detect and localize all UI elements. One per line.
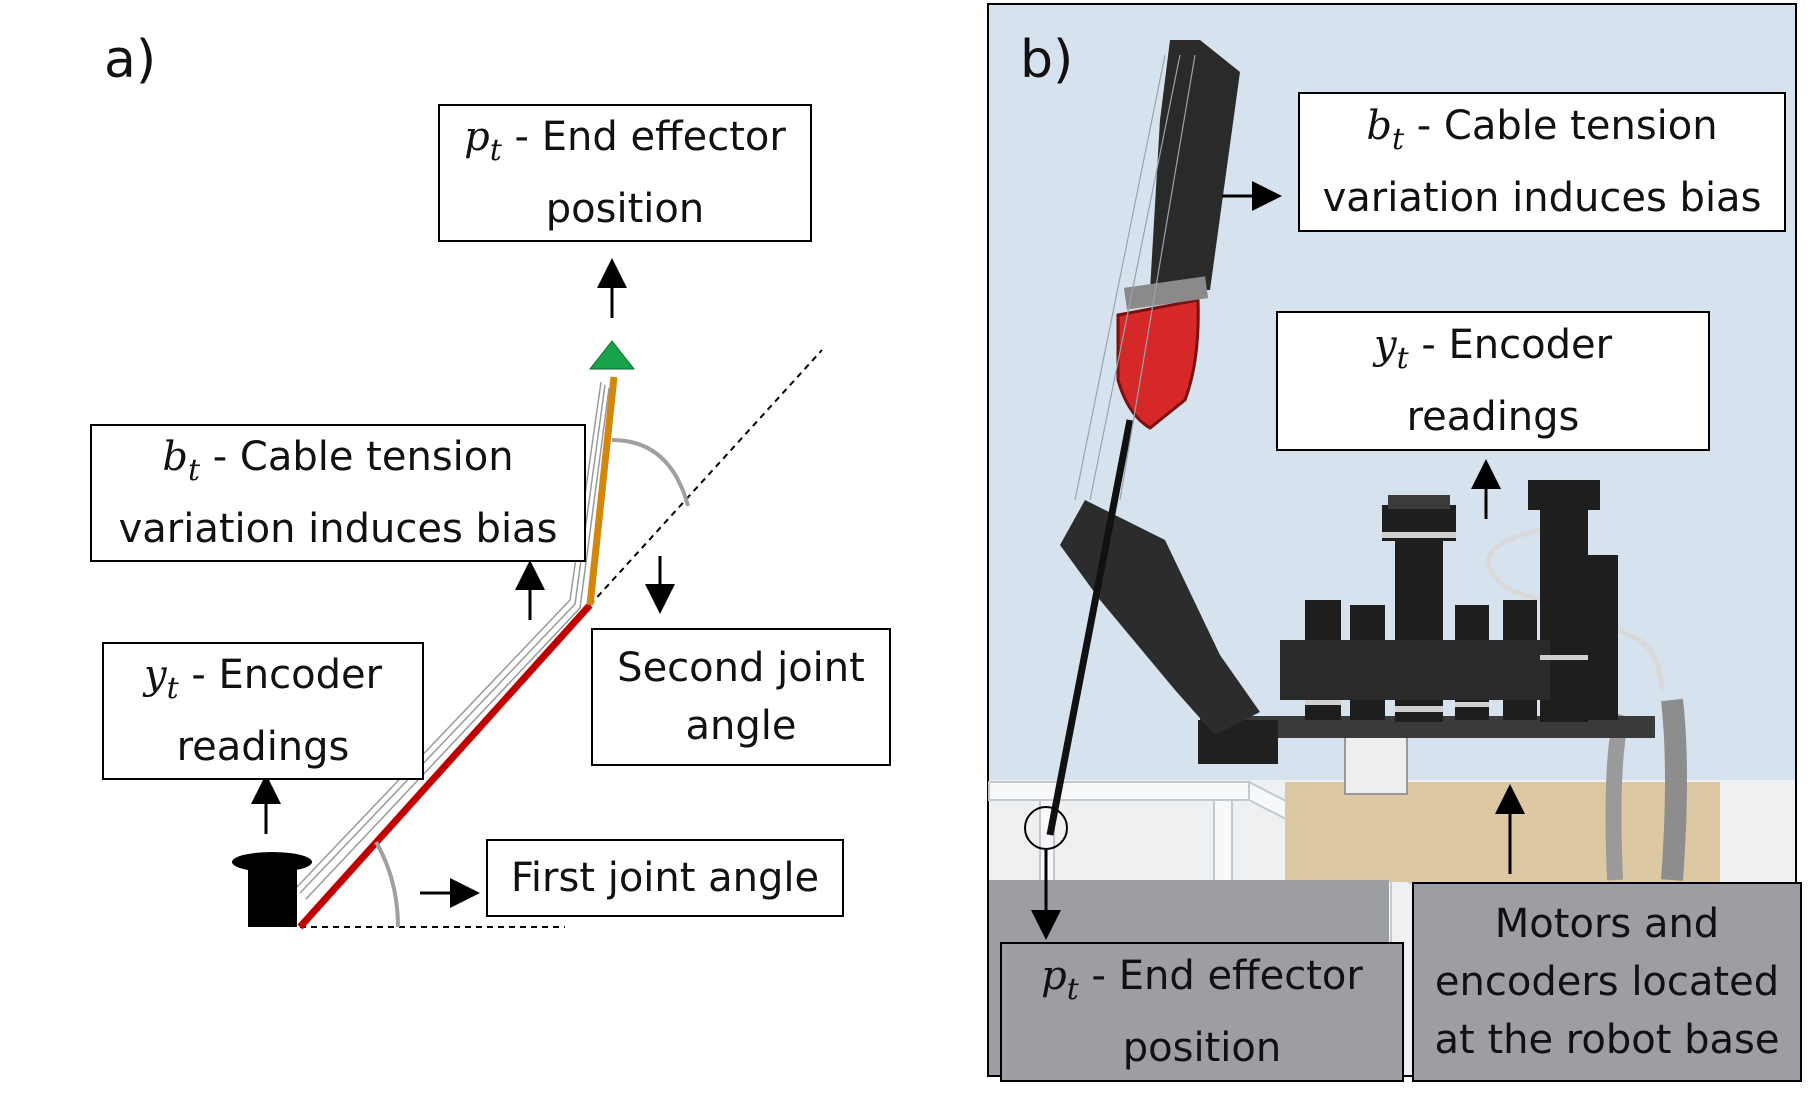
- symbol-y: yt: [1373, 322, 1409, 376]
- panel-a-first-joint-label: First joint angle: [486, 839, 844, 917]
- panel-b-motors-label: Motors and encoders located at the robot…: [1412, 882, 1802, 1082]
- panel-b-cable-tension-label: bt - Cable tension variation induces bia…: [1298, 92, 1786, 232]
- motor-rings: [1305, 532, 1588, 712]
- cable-lines: [295, 381, 610, 900]
- encoder-base-icon: [232, 852, 312, 927]
- end-effector-highlight: [1024, 806, 1068, 850]
- symbol-b: bt: [162, 434, 201, 488]
- panel-b-letter: b): [1020, 30, 1074, 90]
- hose-right: [1661, 698, 1687, 881]
- motor-cylinders: [1280, 480, 1618, 722]
- symbol-p: pt: [1041, 953, 1079, 1007]
- first-link: [297, 602, 593, 930]
- second-link: [586, 376, 618, 606]
- symbol-p: pt: [464, 114, 502, 168]
- robot-shaft: [1046, 419, 1134, 836]
- linkage-arm: [1060, 500, 1260, 735]
- cardboard-box: [1285, 782, 1720, 882]
- second-joint-reference-line: [589, 349, 823, 606]
- robot-cables: [1074, 54, 1196, 501]
- panel-a-second-joint-label: Second joint angle: [591, 628, 891, 766]
- grip-collar: [1123, 276, 1209, 310]
- end-effector-marker: [588, 340, 636, 370]
- upper-link: [1150, 40, 1240, 290]
- panel-a-letter: a): [104, 30, 157, 90]
- panel-a-encoder-label: yt - Encoder readings: [102, 642, 424, 780]
- hose-left: [1605, 712, 1630, 881]
- panel-a-cable-tension-label: bt - Cable tension variation induces bia…: [90, 424, 586, 562]
- panel-b-end-effector-label: pt - End effector position: [1000, 942, 1404, 1082]
- panel-a-end-effector-label: pt - End effector position: [438, 104, 812, 242]
- panel-b-encoder-label: yt - Encoder readings: [1276, 311, 1710, 451]
- symbol-b: bt: [1366, 103, 1405, 157]
- symbol-y: yt: [143, 652, 179, 706]
- second-joint-angle-arc: [611, 438, 690, 507]
- first-joint-angle-arc: [374, 840, 400, 928]
- panel-a-schematic: [232, 258, 823, 930]
